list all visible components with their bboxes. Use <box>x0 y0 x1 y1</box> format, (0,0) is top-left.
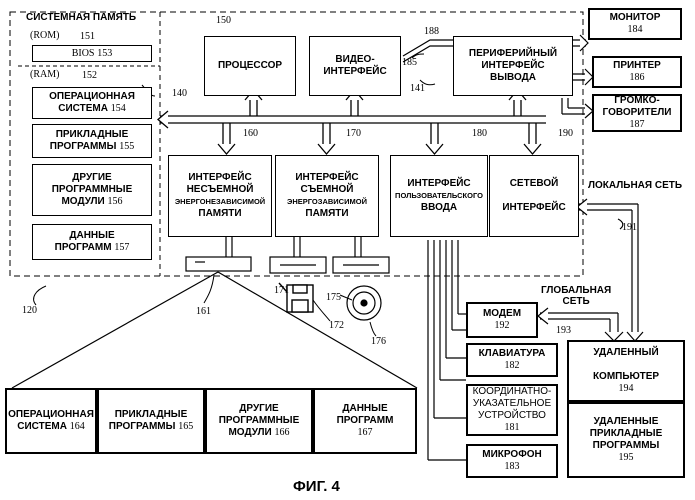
optical-drive <box>333 237 389 273</box>
keyboard-box: КЛАВИАТУРА182 <box>466 343 558 377</box>
bios-box: BIOS 153 <box>32 45 152 62</box>
rom-label: (ROM) <box>30 30 59 41</box>
disk-data-box: ДАННЫЕПРОГРАММ167 <box>313 388 417 454</box>
nonremovable-number: 160 <box>243 128 258 139</box>
microphone-box: МИКРОФОН183 <box>466 444 558 478</box>
peripheral-interface-box: ПЕРИФЕРИЙНЫЙИНТЕРФЕЙСВЫВОДА <box>453 36 573 96</box>
remote-computer-box: УДАЛЕННЫЙКОМПЬЮТЕР194 <box>567 340 685 402</box>
lan-number: 191 <box>622 222 637 233</box>
ram-label: (RAM) <box>30 69 59 80</box>
rom-number: 151 <box>80 31 95 42</box>
processor-box: ПРОЦЕССОР <box>204 36 296 96</box>
floppy-drive <box>270 237 326 273</box>
memory-data-box: ДАННЫЕПРОГРАММ 157 <box>32 224 152 260</box>
processor-number: 140 <box>172 88 187 99</box>
peripheral-number: 188 <box>424 26 439 37</box>
user-input-interface-box: ИНТЕРФЕЙСПОЛЬЗОВАТЕЛЬСКОГОВВОДА <box>390 155 488 237</box>
wan-label: ГЛОБАЛЬНАЯСЕТЬ <box>541 285 611 307</box>
figure-title: ФИГ. 4 <box>293 478 340 495</box>
removable-interface-box: ИНТЕРФЕЙССЪЕМНОЙЭНЕРГОЗАВИСИМОЙПАМЯТИ <box>275 155 379 237</box>
speakers-box: ГРОМКО-ГОВОРИТЕЛИ187 <box>592 94 682 132</box>
hard-disk <box>186 237 251 271</box>
system-memory-title: СИСТЕМНАЯ ПАМЯТЬ <box>26 12 136 23</box>
optical-disk-number: 176 <box>371 336 386 347</box>
memory-apps-box: ПРИКЛАДНЫЕПРОГРАММЫ 155 <box>32 124 152 158</box>
disk-os-box: ОПЕРАЦИОННАЯСИСТЕМА 164 <box>5 388 97 454</box>
computer-number: 120 <box>22 305 37 316</box>
video-interface-box: ВИДЕО-ИНТЕРФЕЙС <box>309 36 401 96</box>
system-bus <box>158 90 546 154</box>
memory-modules-box: ДРУГИЕПРОГРАММНЫЕМОДУЛИ 156 <box>32 164 152 216</box>
printer-box: ПРИНТЕР186 <box>592 56 682 88</box>
system-memory-number: 150 <box>216 15 231 26</box>
memory-os-box: ОПЕРАЦИОННАЯСИСТЕМА 154 <box>32 87 152 119</box>
lan-label: ЛОКАЛЬНАЯ СЕТЬ <box>588 180 682 191</box>
floppy-disk-number: 172 <box>329 320 344 331</box>
pointing-device-box: КООРДИНАТНО-УКАЗАТЕЛЬНОЕУСТРОЙСТВО181 <box>466 384 558 436</box>
user-input-number: 180 <box>472 128 487 139</box>
modem-box: МОДЕМ192 <box>466 302 538 338</box>
bus-number: 141 <box>410 83 425 94</box>
disk-modules-box: ДРУГИЕПРОГРАММНЫЕМОДУЛИ 166 <box>205 388 313 454</box>
network-number: 190 <box>558 128 573 139</box>
disk-apps-box: ПРИКЛАДНЫЕПРОГРАММЫ 165 <box>97 388 205 454</box>
ram-number: 152 <box>82 70 97 81</box>
nonremovable-interface-box: ИНТЕРФЕЙСНЕСЪЕМНОЙЭНЕРГОНЕЗАВИСИМОЙПАМЯТ… <box>168 155 272 237</box>
remote-apps-box: УДАЛЕННЫЕПРИКЛАДНЫЕПРОГРАММЫ195 <box>567 402 685 478</box>
optical-drive-number: 175 <box>326 292 341 303</box>
monitor-box: МОНИТОР184 <box>588 8 682 40</box>
wan-number: 193 <box>556 325 571 336</box>
optical-disk <box>347 286 381 320</box>
video-number: 185 <box>402 57 417 68</box>
network-interface-box: СЕТЕВОЙИНТЕРФЕЙС <box>489 155 579 237</box>
floppy-drive-number: 171 <box>274 285 289 296</box>
removable-number: 170 <box>346 128 361 139</box>
hdd-number: 161 <box>196 306 211 317</box>
